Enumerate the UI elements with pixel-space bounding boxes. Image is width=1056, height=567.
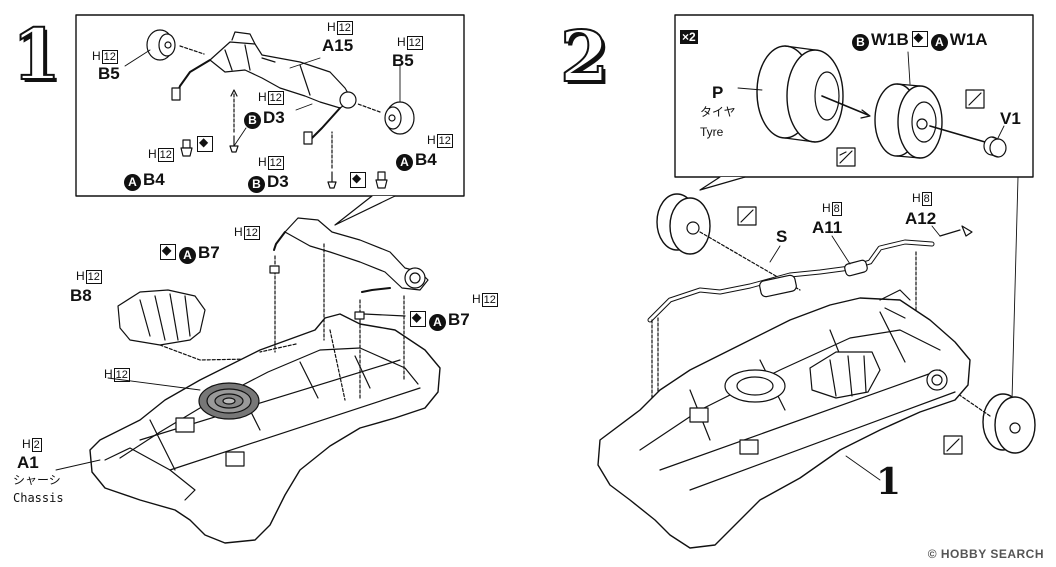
step1-callout-box [75,14,465,226]
step2-callout-box [674,14,1034,401]
runner-a-badge: A [124,174,141,191]
leader-lines-step1 [55,49,401,471]
cap-v1-detail [983,136,1007,158]
part-p-jp: タイヤ [700,105,736,119]
chassis-outline-step1 [89,313,441,544]
part-a1-label: A1 [17,453,39,472]
step-reference-1: 1 [876,461,902,503]
wheel-w1-detail [874,83,986,159]
watermark: © HOBBY SEARCH [927,547,1044,561]
step-number-2: 2 [559,15,610,98]
part-b8-label: B8 [70,286,92,305]
b7-pads [269,265,406,320]
mirror-pair-icon [197,136,216,154]
spare-tire-h12 [198,382,260,420]
step-number-1: 1 [11,13,62,96]
part-a1-en: Chassis [13,491,64,505]
tyre-p-detail [756,45,871,143]
runner-b-badge: B [248,176,265,193]
pin-b4-left [180,139,193,157]
mirror-pair-icon [160,244,176,260]
part-a11-label: A11 [812,218,843,237]
mirror-pair-icon [410,311,426,327]
quantity-x2-badge: ×2 [680,30,698,44]
glue-icons-step2 [737,89,985,455]
subframe-on-chassis [273,217,429,293]
part-p-label: P [712,83,724,102]
part-a1-jp: シャーシ [13,473,61,487]
front-wheel-left-step2 [656,193,801,291]
runner-b-badge: B [244,112,261,129]
part-a15-label: A15 [322,36,354,55]
chassis-outline-step2 [597,289,971,549]
part-s-label: S [776,227,788,246]
part-b7-upper-label: AB7 [160,244,220,264]
exhaust-system [647,225,973,471]
leader-lines-step2 [737,51,1005,481]
part-w1-label: BW1BAW1A [852,31,988,51]
part-p-en: Tyre [700,125,724,139]
bushing-b5-left [146,29,205,61]
part-v1-label: V1 [1000,109,1021,128]
runner-a-badge: A [930,34,948,51]
mirror-pair-icon [911,31,928,47]
bushing-b5-right [357,101,415,135]
runner-b-badge: B [852,34,869,51]
runner-a-badge: A [429,314,446,331]
rear-wheel-right-step2 [944,384,1036,454]
part-b7-lower-label: AB7 [410,311,470,331]
part-a12-label: A12 [905,209,937,228]
pin-d3-lower [327,131,337,189]
pin-d3-upper [229,89,239,153]
mirror-pair-icon [350,172,369,190]
runner-a-badge: A [396,154,413,171]
runner-a-badge: A [179,247,196,264]
part-b5-left-label: B5 [98,64,120,83]
rear-subframe-detail [171,31,357,145]
pin-b4-right [375,171,388,189]
part-b5-right-label: B5 [392,51,414,70]
